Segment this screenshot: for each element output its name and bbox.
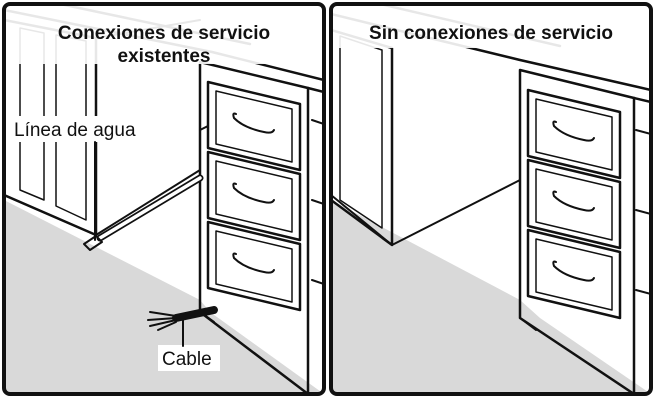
right-panel-frame: [329, 2, 653, 396]
panel-title: Sin conexiones de servicio: [369, 23, 613, 44]
water-line: [83, 125, 209, 251]
left-panel-frame: [2, 2, 326, 396]
drawer-cabinet-right: [518, 68, 651, 394]
cable-label: Cable: [162, 349, 212, 370]
panel-title-line-2: existentes: [118, 46, 211, 67]
panel-existing-connections: Conexiones de servicio existentes Línea …: [4, 4, 324, 394]
panel-title-line-1: Conexiones de servicio: [58, 23, 270, 44]
water-line-label: Línea de agua: [14, 120, 136, 141]
panel-no-connections: Sin conexiones de servicio: [331, 4, 651, 394]
